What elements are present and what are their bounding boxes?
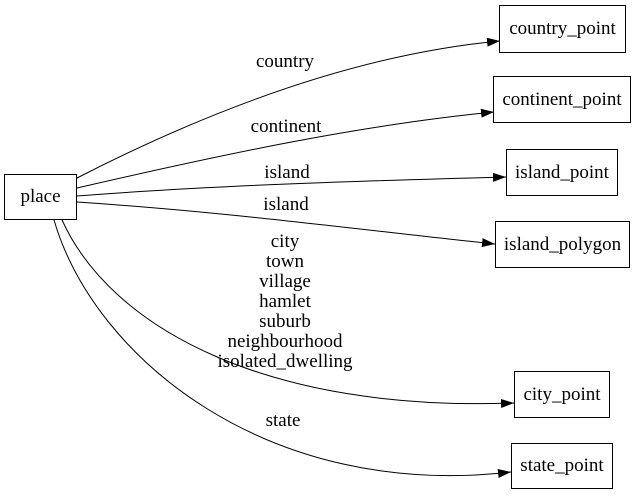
edge-place-island-point xyxy=(76,172,507,197)
node-place: place xyxy=(4,174,77,220)
node-island-polygon: island_polygon xyxy=(495,221,630,268)
edge-label-neighbourhood: neighbourhood xyxy=(227,331,343,352)
edge-place-island-polygon xyxy=(76,201,496,248)
edge-label-village: village xyxy=(259,271,311,292)
edge-label-continent: continent xyxy=(250,116,322,137)
node-state-point-label: state_point xyxy=(520,455,604,476)
edge-label-island-point: island xyxy=(264,162,310,183)
edge-label-city: city xyxy=(270,231,300,252)
node-island-polygon-label: island_polygon xyxy=(503,233,622,255)
edge-label-island-polygon: island xyxy=(263,194,309,215)
edge-place-continent-point xyxy=(76,108,495,189)
edge-place-country-point xyxy=(76,37,501,179)
edge-label-hamlet: hamlet xyxy=(259,291,311,312)
node-state-point: state_point xyxy=(511,443,613,489)
edge-label-suburb: suburb xyxy=(259,311,311,332)
edge-place-city-point xyxy=(61,219,515,408)
node-city-point: city_point xyxy=(514,371,610,418)
node-place-label: place xyxy=(20,186,61,207)
node-city-point-label: city_point xyxy=(523,383,601,405)
node-country-point-label: country_point xyxy=(509,18,616,39)
node-island-point-label: island_point xyxy=(515,161,609,183)
node-continent-point: continent_point xyxy=(493,76,631,123)
edge-place-state-point xyxy=(53,219,512,478)
node-island-point: island_point xyxy=(506,149,618,196)
edge-label-town: town xyxy=(266,251,304,272)
edge-label-city-group: city town village hamlet suburb neighbou… xyxy=(217,232,352,372)
node-country-point: country_point xyxy=(499,5,626,53)
node-continent-point-label: continent_point xyxy=(502,88,622,110)
edge-label-state: state xyxy=(265,410,301,431)
edge-label-isolated-dwelling: isolated_dwelling xyxy=(217,351,353,372)
edge-label-country: country xyxy=(255,51,315,72)
